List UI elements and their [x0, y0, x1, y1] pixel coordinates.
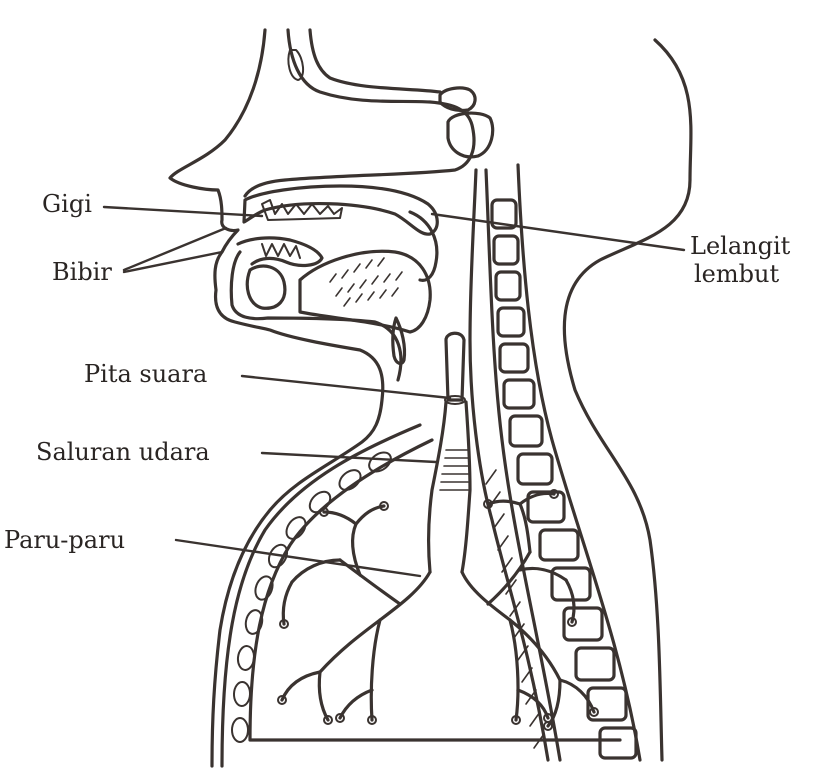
leader-vocal-cords	[242, 376, 450, 398]
label-vocal-cords: Pita suara	[84, 360, 207, 388]
chin-bone	[247, 266, 285, 308]
label-soft-palate-line1: Lelangit	[690, 232, 791, 260]
label-lungs: Paru-paru	[4, 526, 125, 554]
esophagus	[470, 170, 548, 760]
label-soft-palate-line2: lembut	[694, 260, 779, 288]
face-profile-outline	[170, 30, 383, 766]
label-airway: Saluran udara	[36, 438, 210, 466]
larynx-tube	[446, 333, 464, 400]
upper-nasal-outline	[310, 30, 440, 92]
label-teeth: Gigi	[42, 190, 92, 218]
back-of-head-outline	[564, 40, 691, 760]
spine-back-edge	[518, 165, 640, 760]
trachea-rings	[440, 450, 468, 490]
tongue-texture	[330, 258, 402, 306]
leader-lungs	[176, 540, 420, 576]
nasal-cavity-outline	[245, 30, 474, 196]
leader-lips-lower	[124, 252, 222, 272]
lower-teeth	[262, 244, 300, 258]
bronchiole-tips	[278, 490, 598, 730]
leader-teeth	[104, 207, 262, 216]
label-lips: Bibir	[52, 258, 112, 286]
leader-airway	[262, 453, 436, 462]
trachea	[429, 402, 470, 572]
leader-lips-upper	[124, 228, 226, 270]
leader-soft-palate	[432, 214, 684, 250]
